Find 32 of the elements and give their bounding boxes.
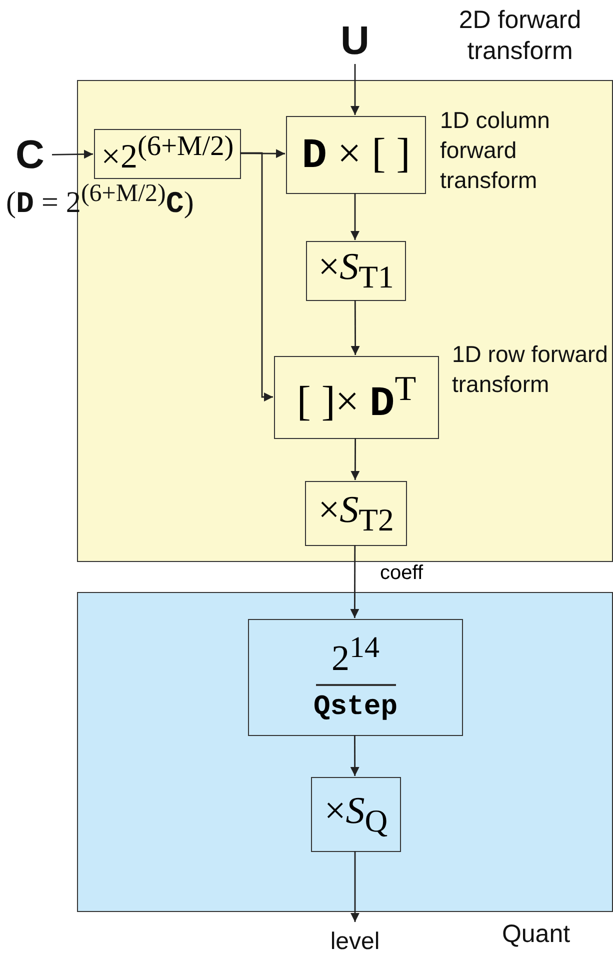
operation-box [286,116,426,194]
arrow [350,851,360,922]
operation-box [306,241,406,301]
operation-box [274,356,439,439]
stage-title: Quant [500,919,572,950]
operation-box [94,129,241,179]
arrow [350,735,360,776]
signal-label: C [8,128,52,182]
arrow [240,149,285,158]
formula: ×S$_{T2}$ [318,490,394,536]
signal-label: level [330,922,380,962]
step-caption: 1D column forward transform [440,106,551,195]
formula: ×2$^{(6+M/2)}$ [101,133,234,175]
formula: ×S$_{Q}$ [324,792,388,838]
operation-box [305,481,407,546]
signal-label: U [335,18,375,64]
arrow [52,150,94,159]
arrow [350,300,360,355]
denominator: Qstep [312,690,398,724]
formula: [ ]× D$^{T}$ [296,370,416,424]
arrow [350,193,360,240]
fraction-box [248,619,463,736]
numerator: 2$^{14}$ [316,631,396,686]
operation-box [311,777,401,852]
arrow [240,152,273,402]
arrow [350,545,360,618]
arrow [350,64,360,115]
step-caption: 1D row forward transform [452,340,609,399]
arrow [350,438,360,480]
formula: ×S$_{T1}$ [318,248,394,294]
formula: D × [ ] [302,133,410,177]
stage-title: 2D forward transform [458,5,582,68]
